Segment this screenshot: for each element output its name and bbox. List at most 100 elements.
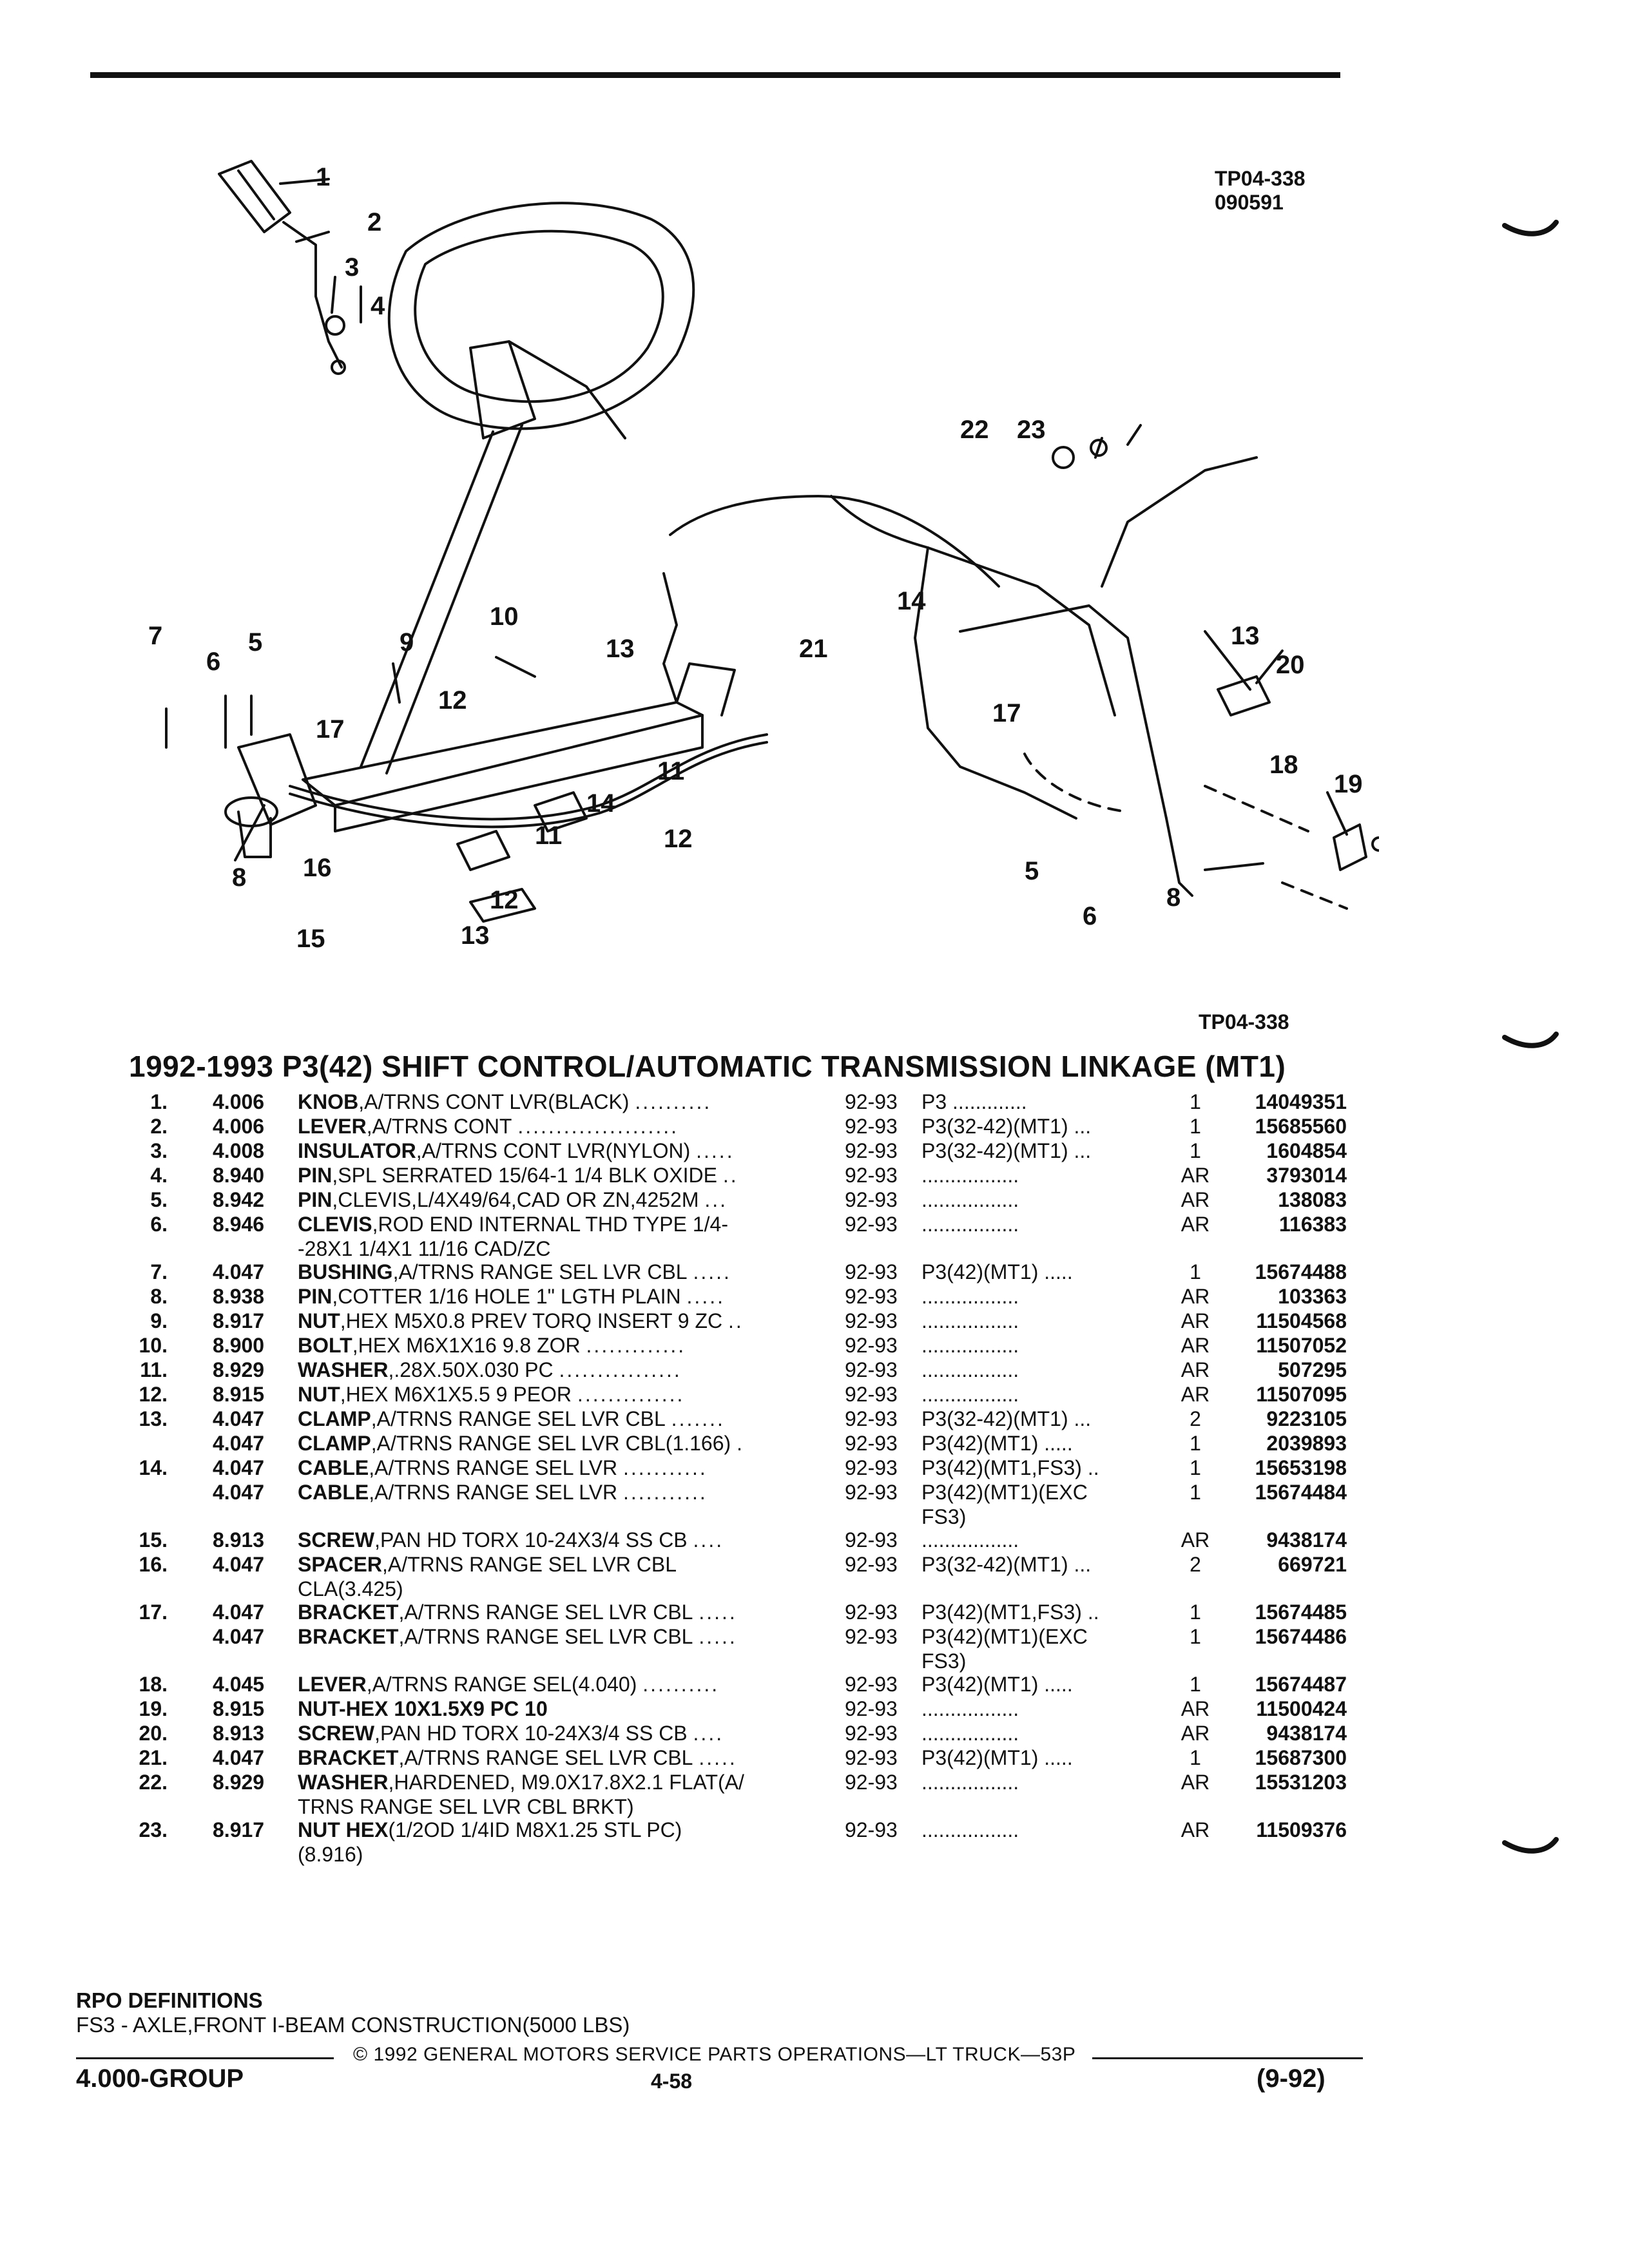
leader-dots: .............: [586, 1334, 686, 1357]
part-description: CLEVIS,ROD END INTERNAL THD TYPE 1/4-: [298, 1213, 945, 1236]
callout-12: 12: [438, 686, 467, 715]
part-model: .................: [921, 1285, 1019, 1308]
part-detail: ,.28X.50X.030 PC: [388, 1358, 554, 1381]
part-group: 8.917: [213, 1818, 265, 1841]
part-model: .................: [921, 1334, 1019, 1357]
part-detail: ,HEX M6X1X5.5 9 PEOR: [340, 1383, 572, 1406]
leader-dots: ................: [559, 1358, 682, 1381]
part-qty: 1: [1190, 1260, 1201, 1283]
callout-17: 17: [992, 699, 1021, 727]
part-years: 92-93: [845, 1600, 898, 1624]
part-group: 4.047: [213, 1553, 265, 1576]
callout-21: 21: [799, 635, 828, 663]
callout-6: 6: [1083, 902, 1097, 930]
part-index: 15.: [139, 1528, 168, 1552]
part-detail: ,A/TRNS RANGE SEL LVR: [369, 1481, 618, 1504]
leader-dots: ..........: [642, 1673, 720, 1696]
part-years: 92-93: [845, 1358, 898, 1381]
callout-20: 20: [1276, 651, 1305, 679]
part-name: BOLT: [298, 1334, 352, 1357]
part-name: WASHER: [298, 1358, 389, 1381]
part-detail: ,A/TRNS RANGE SEL LVR CBL: [398, 1600, 693, 1624]
part-group: 4.047: [213, 1746, 265, 1769]
part-qty: AR: [1181, 1164, 1210, 1187]
part-index: 1.: [150, 1090, 168, 1113]
part-years: 92-93: [845, 1139, 898, 1162]
part-index: 11.: [140, 1358, 168, 1381]
part-detail: ,A/TRNS RANGE SEL LVR CBL: [398, 1625, 693, 1648]
part-group: 8.917: [213, 1309, 265, 1332]
part-model: .................: [921, 1722, 1019, 1745]
part-model: P3(32-42)(MT1) ...: [921, 1115, 1092, 1138]
part-description: BRACKET,A/TRNS RANGE SEL LVR CBL .....: [298, 1600, 945, 1624]
part-qty: AR: [1181, 1771, 1210, 1794]
part-description: -28X1 1/4X1 11/16 CAD/ZC: [298, 1237, 945, 1260]
part-years: 92-93: [845, 1334, 898, 1357]
part-years: 92-93: [845, 1260, 898, 1283]
steering-wheel: [387, 202, 695, 430]
part-name: PIN: [298, 1164, 333, 1187]
part-number: 3793014: [1266, 1164, 1347, 1187]
binding-mark: [1502, 220, 1559, 236]
callout-22: 22: [960, 416, 989, 444]
part-index: 3.: [150, 1139, 168, 1162]
part-number: 2039893: [1266, 1432, 1347, 1455]
part-name: CLAMP: [298, 1432, 371, 1455]
part-description: PIN,COTTER 1/16 HOLE 1" LGTH PLAIN .....: [298, 1285, 945, 1308]
part-years: 92-93: [845, 1528, 898, 1552]
part-model: P3(42)(MT1) .....: [921, 1260, 1073, 1283]
callout-23: 23: [1017, 416, 1046, 444]
part-detail: ,A/TRNS RANGE SEL LVR CBL: [381, 1553, 677, 1576]
leader-dots: ...........: [622, 1456, 708, 1479]
part-number: 15531203: [1255, 1771, 1347, 1794]
leader-dots: ....: [693, 1722, 724, 1745]
part-number: 15674485: [1255, 1600, 1347, 1624]
part-number: 15674484: [1255, 1481, 1347, 1504]
part-model: .................: [921, 1818, 1019, 1841]
leader-dots: .....: [686, 1285, 725, 1308]
part-group: 4.045: [213, 1673, 265, 1696]
callout-13c: 13: [461, 921, 490, 950]
part-detail: TRNS RANGE SEL LVR CBL BRKT): [298, 1795, 634, 1818]
part-group: 8.942: [213, 1188, 265, 1211]
part-index: 6.: [150, 1213, 168, 1236]
part-number: 11507095: [1256, 1383, 1347, 1406]
part-name: SPACER: [298, 1553, 382, 1576]
part-qty: 1: [1190, 1600, 1201, 1624]
figure-id-bottom: TP04-338: [1199, 1010, 1289, 1033]
part-number: 1604854: [1266, 1139, 1347, 1162]
callout-8: 8: [1166, 883, 1181, 912]
callout-5b: 5: [248, 628, 262, 657]
part-name: PIN: [298, 1188, 333, 1211]
part-description: CABLE,A/TRNS RANGE SEL LVR ...........: [298, 1456, 945, 1479]
part-name: CABLE: [298, 1481, 369, 1504]
part-name: NUT: [298, 1383, 340, 1406]
part-qty: 1: [1190, 1090, 1201, 1113]
part-description: NUT-HEX 10X1.5X9 PC 10: [298, 1697, 945, 1720]
part-model: .................: [921, 1309, 1019, 1332]
part-index: 5.: [150, 1188, 168, 1211]
part-description: NUT,HEX M5X0.8 PREV TORQ INSERT 9 ZC ..: [298, 1309, 945, 1332]
callout-17b: 17: [316, 715, 345, 744]
shift-lever: [282, 221, 343, 369]
part-years: 92-93: [845, 1553, 898, 1576]
steering-column: [360, 430, 494, 768]
part-description: CABLE,A/TRNS RANGE SEL LVR ...........: [298, 1481, 945, 1504]
part-detail: ,HARDENED, M9.0X17.8X2.1 FLAT(A/: [388, 1771, 744, 1794]
part-qty: 2: [1190, 1553, 1201, 1576]
part-description: (8.916): [298, 1843, 945, 1866]
part-name: BRACKET: [298, 1600, 399, 1624]
part-name: CABLE: [298, 1456, 369, 1479]
